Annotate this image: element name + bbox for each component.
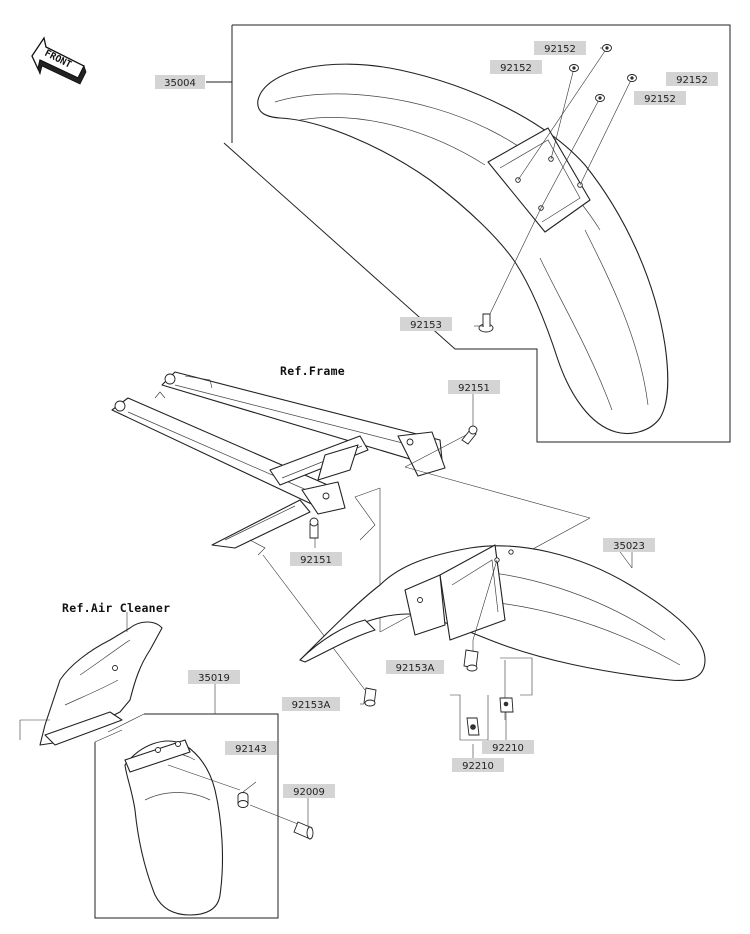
rear-fender-drawing [299, 544, 706, 682]
front-fender-leaders [487, 47, 633, 319]
svg-text:92153A: 92153A [396, 663, 435, 674]
washer-icons [569, 44, 637, 102]
part-label-92151-upper: 92151 [448, 380, 500, 394]
part-label-35023: 35023 [603, 538, 655, 552]
part-label-92153a-left: 92153A [282, 697, 340, 711]
svg-text:92153A: 92153A [292, 700, 331, 711]
collar-92143-icon [237, 792, 249, 808]
svg-text:35023: 35023 [613, 541, 645, 552]
air-cleaner-drawing [19, 612, 163, 746]
svg-text:92152: 92152 [544, 44, 576, 55]
part-label-92152-right: 92152 [666, 72, 718, 86]
part-label-92143: 92143 [225, 741, 277, 755]
svg-text:92210: 92210 [462, 761, 494, 772]
part-label-92210-right: 92210 [482, 740, 534, 754]
label-leaders [242, 325, 633, 826]
part-label-92152-left: 92152 [490, 60, 542, 74]
svg-text:92152: 92152 [676, 75, 708, 86]
nut-92210-icons [466, 697, 514, 736]
frame-drawing [111, 371, 446, 556]
part-label-92152-top: 92152 [534, 41, 586, 55]
bolt-92151-icons [309, 425, 478, 539]
bolt-92153-icon [478, 313, 494, 333]
svg-text:35004: 35004 [164, 78, 196, 89]
part-label-92009: 92009 [283, 784, 335, 798]
part-label-92151-lower: 92151 [290, 552, 342, 566]
part-label-92153: 92153 [400, 317, 452, 331]
mud-flap-group-box [94, 684, 279, 919]
part-label-92210-left: 92210 [452, 758, 504, 772]
svg-text:92151: 92151 [458, 383, 490, 394]
svg-text:35019: 35019 [198, 673, 230, 684]
svg-text:92152: 92152 [500, 63, 532, 74]
part-label-92153a-right: 92153A [386, 660, 444, 674]
front-arrow-icon: FRONT [31, 36, 87, 85]
mud-flap-drawing [124, 739, 241, 916]
svg-text:92009: 92009 [293, 787, 325, 798]
front-fender-group-box [206, 24, 731, 443]
part-label-35004: 35004 [155, 75, 205, 89]
ref-frame-label: Ref.Frame [280, 364, 345, 378]
part-label-92152-lower: 92152 [634, 91, 686, 105]
svg-text:92153: 92153 [410, 320, 442, 331]
svg-text:92143: 92143 [235, 744, 267, 755]
ref-air-cleaner-label: Ref.Air Cleaner [62, 601, 170, 615]
svg-text:92152: 92152 [644, 94, 676, 105]
part-label-35019: 35019 [188, 670, 240, 684]
front-fender-drawing [257, 63, 669, 435]
bolt-92009-icon [249, 804, 314, 840]
bolt-92153a-icons [363, 649, 479, 707]
svg-text:92151: 92151 [300, 555, 332, 566]
svg-text:92210: 92210 [492, 743, 524, 754]
